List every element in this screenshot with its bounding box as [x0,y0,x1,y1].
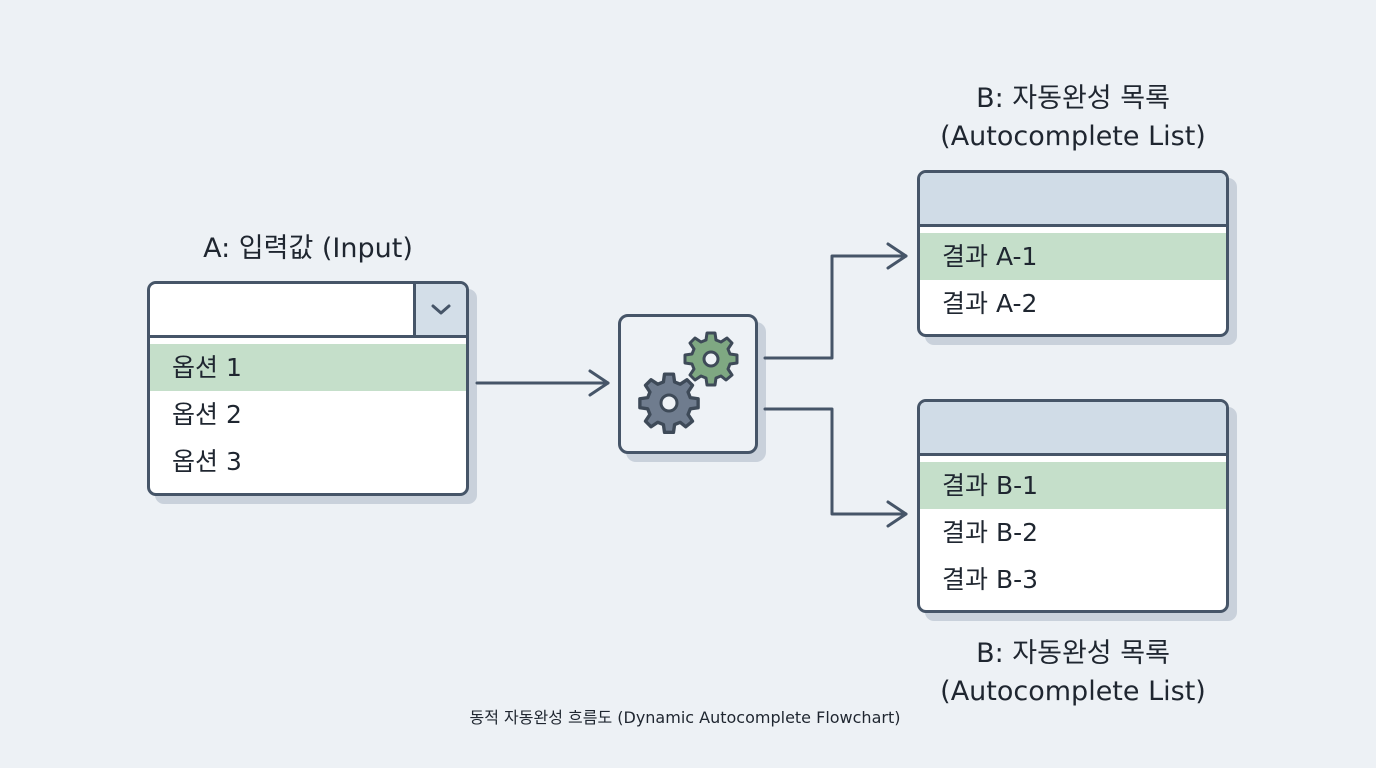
gear-green-icon [683,331,739,387]
option-item[interactable]: 옵션 1 [150,344,466,391]
list-a-header [920,173,1226,227]
gears-icon [638,331,739,435]
chevron-down-icon [431,304,451,314]
dropdown-button[interactable] [413,284,466,335]
autocomplete-list-b: 결과 B-1 결과 B-2 결과 B-3 [917,399,1229,613]
list-a-title-line1: B: 자동완성 목록 [976,83,1170,114]
list-a-title: B: 자동완성 목록 (Autocomplete List) [918,80,1228,156]
list-b-title: B: 자동완성 목록 (Autocomplete List) [918,635,1228,711]
autocomplete-list-a: 결과 A-1 결과 A-2 [917,170,1229,337]
list-b-title-line2: (Autocomplete List) [940,676,1206,707]
gear-gray-icon [638,372,700,435]
arrow-input-to-processor [475,369,610,397]
input-field[interactable] [150,284,413,335]
combobox-header [150,284,466,338]
list-b-title-line1: B: 자동완성 목록 [976,638,1170,669]
list-b-header [920,402,1226,456]
diagram-caption: 동적 자동완성 흐름도 (Dynamic Autocomplete Flowch… [469,708,901,727]
option-item[interactable]: 옵션 2 [172,400,242,429]
result-item[interactable]: 결과 A-1 [920,233,1226,280]
input-title: A: 입력값 (Input) [203,233,413,264]
input-combobox[interactable]: 옵션 1 옵션 2 옵션 3 [147,281,469,496]
result-item[interactable]: 결과 B-2 [942,518,1039,547]
processor-node [618,314,758,454]
arrow-processor-to-list-b [763,407,908,528]
result-item[interactable]: 결과 A-2 [942,289,1038,318]
list-a-title-line2: (Autocomplete List) [940,121,1206,152]
result-item[interactable]: 결과 B-1 [920,462,1226,509]
result-item[interactable]: 결과 B-3 [942,565,1039,594]
arrow-processor-to-list-a [763,242,908,360]
option-item[interactable]: 옵션 3 [172,447,242,476]
